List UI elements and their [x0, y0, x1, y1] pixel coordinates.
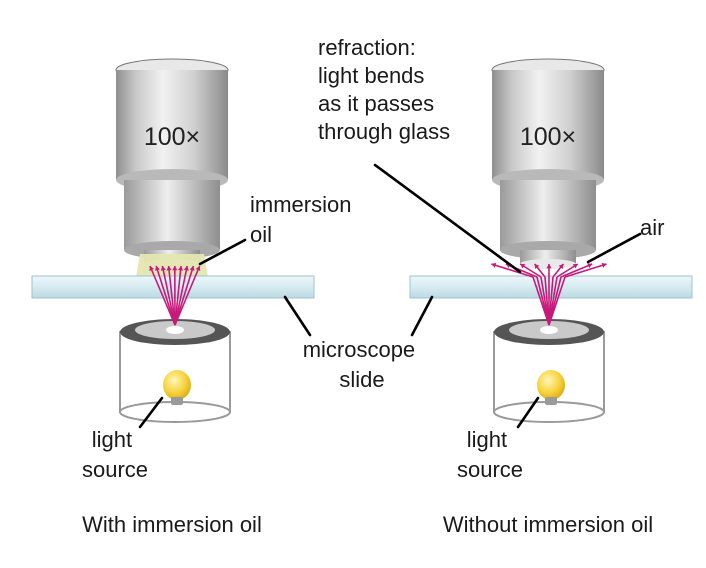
- right-ray-arrowhead: [558, 264, 564, 269]
- left-light-ray: [174, 265, 201, 326]
- immersion-oil-drop: [136, 254, 208, 278]
- right-light-rays: [491, 262, 607, 326]
- left-ray-arrowhead: [155, 266, 160, 271]
- refraction-label: refraction: light bends as it passes thr…: [318, 35, 450, 144]
- right-slide-leader-line: [410, 295, 434, 337]
- air-label: air: [640, 215, 664, 240]
- right-ray-arrowhead: [491, 262, 497, 268]
- left-ray-arrowhead: [195, 266, 201, 271]
- left-light-ray: [161, 265, 176, 326]
- left-ray-arrowhead: [172, 266, 178, 271]
- right-refracted-ray: [491, 263, 534, 278]
- left-ray-arrowhead: [149, 266, 155, 271]
- right-light-ray: [548, 276, 566, 326]
- right-ray-arrowhead: [546, 264, 552, 269]
- left-light-source-label: light source: [82, 427, 148, 482]
- left-light-rays: [149, 265, 201, 326]
- left-light-bulb-icon: [163, 370, 191, 405]
- left-ray-arrowhead: [183, 266, 189, 271]
- right-magnification-label: 100×: [520, 123, 576, 151]
- left-microscope-slide: [31, 275, 315, 299]
- left-light-ray: [155, 265, 176, 326]
- oil-leader-line: [198, 238, 247, 266]
- right-refracted-ray: [564, 263, 607, 278]
- left-light-ray: [174, 265, 182, 326]
- right-light-leader-line: [516, 396, 540, 429]
- left-light-leader-line: [138, 396, 164, 429]
- right-light-source-label: light source: [457, 427, 523, 482]
- refraction-leader-line: [373, 163, 522, 274]
- right-ray-arrowhead: [587, 263, 593, 269]
- left-ray-arrowhead: [160, 266, 166, 271]
- oil-label: immersion oil: [250, 192, 358, 247]
- left-caption: With immersion oil: [82, 512, 262, 537]
- right-ray-arrowhead: [572, 264, 578, 269]
- left-light-ray: [174, 265, 188, 326]
- air-leader-line: [586, 232, 642, 264]
- left-light-ray: [167, 265, 176, 326]
- right-light-bulb-icon: [537, 370, 565, 405]
- left-condenser-light-housing: [119, 319, 231, 423]
- left-slide-leader-line: [283, 295, 312, 337]
- right-objective-lens: [491, 58, 605, 269]
- left-objective-lens: [115, 58, 229, 269]
- left-light-ray: [149, 265, 176, 326]
- right-caption: Without immersion oil: [443, 512, 653, 537]
- right-ray-arrowhead: [520, 264, 526, 269]
- right-ray-arrowhead: [601, 262, 607, 268]
- right-refracted-ray: [560, 263, 593, 278]
- slide-label: microscope slide: [303, 337, 422, 392]
- right-ray-arrowhead: [534, 264, 540, 269]
- left-magnification-label: 100×: [144, 123, 200, 151]
- left-ray-arrowhead: [166, 266, 172, 271]
- left-ray-arrowhead: [189, 266, 195, 271]
- left-ray-arrowhead: [178, 266, 184, 271]
- left-light-ray: [174, 265, 195, 326]
